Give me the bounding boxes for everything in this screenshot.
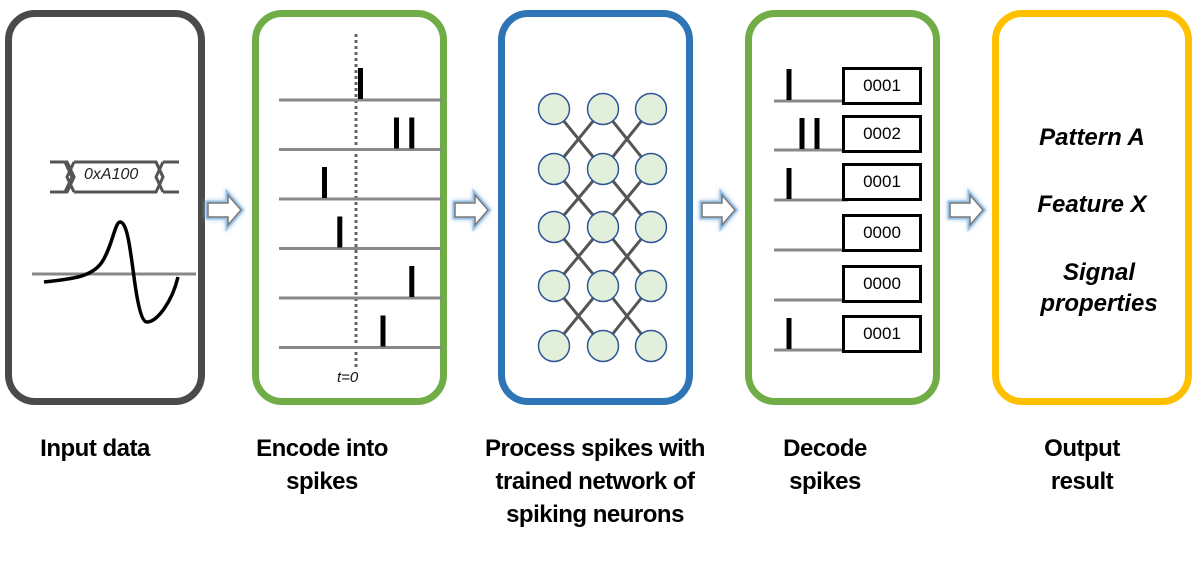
- input-data-panel: 0xA100: [5, 10, 205, 405]
- decode-spike-lines: [774, 69, 848, 352]
- spike-mark: [786, 318, 792, 349]
- decoded-value-box: 0001: [842, 315, 922, 353]
- spike-mark: [409, 266, 415, 297]
- decoded-value-box: 0001: [842, 67, 922, 105]
- neuron-node: [537, 152, 571, 186]
- neuron-node: [537, 92, 571, 126]
- neural-network-diagram: [537, 92, 668, 363]
- neuron-node: [634, 210, 668, 244]
- flow-arrow-glow: [205, 188, 245, 232]
- neuron-node: [537, 329, 571, 363]
- result-feature: Feature X: [1037, 191, 1147, 218]
- flow-arrow-glow: [947, 188, 987, 232]
- spike-mark: [786, 168, 792, 199]
- flow-arrow-glow: [699, 188, 739, 232]
- encode-spikes-panel: t=0: [252, 10, 447, 405]
- flow-arrow-icon: [454, 192, 489, 228]
- neuron-node: [586, 269, 620, 303]
- neuron-node: [586, 152, 620, 186]
- spike-mark: [322, 167, 327, 198]
- spike-mark: [799, 118, 805, 149]
- neuron-node: [537, 210, 571, 244]
- stage-label-decode: Decode spikes: [783, 435, 867, 495]
- decode-spikes-panel: 0001 0002 0001 0000 0000 0001: [745, 10, 940, 405]
- spike-mark: [380, 315, 386, 347]
- neuron-node: [634, 92, 668, 126]
- neuron-node: [634, 269, 668, 303]
- spike-mark: [394, 117, 399, 149]
- time-zero-label: t=0: [337, 369, 359, 386]
- hex-bus-shape: [50, 160, 179, 194]
- flow-arrow-icon: [207, 192, 242, 228]
- neuron-node: [634, 329, 668, 363]
- output-result-panel: Pattern A Feature X Signal properties: [992, 10, 1192, 405]
- result-pattern: Pattern A: [1039, 124, 1145, 151]
- spike-mark: [358, 68, 363, 99]
- stage-label-input: Input data: [40, 435, 150, 462]
- stage-label-process: Process spikes with trained network of s…: [485, 435, 705, 528]
- neuron-node: [537, 269, 571, 303]
- input-signal-illustration: [32, 160, 196, 324]
- spike-mark: [814, 118, 820, 149]
- neuron-node: [586, 92, 620, 126]
- neuron-node: [634, 152, 668, 186]
- spike-mark: [337, 216, 343, 248]
- stage-label-encode: Encode into spikes: [256, 435, 388, 495]
- stage-label-output: Output result: [1044, 435, 1120, 495]
- neuron-node: [586, 210, 620, 244]
- decoded-value-box: 0002: [842, 115, 922, 153]
- spike-mark: [786, 69, 792, 100]
- flow-arrow-glow: [452, 188, 492, 232]
- spike-mark: [409, 117, 415, 149]
- neuron-node: [586, 329, 620, 363]
- spike-raster: [279, 34, 442, 369]
- decoded-value-box: 0000: [842, 214, 922, 252]
- decoded-value-box: 0001: [842, 163, 922, 201]
- hex-value: 0xA100: [84, 166, 139, 183]
- signal-waveform: [43, 220, 180, 324]
- spiking-network-panel: [498, 10, 693, 405]
- flow-arrow-icon: [701, 192, 736, 228]
- result-signal-properties: Signal properties: [1040, 259, 1158, 317]
- decoded-value-box: 0000: [842, 265, 922, 303]
- flow-arrow-icon: [949, 192, 984, 228]
